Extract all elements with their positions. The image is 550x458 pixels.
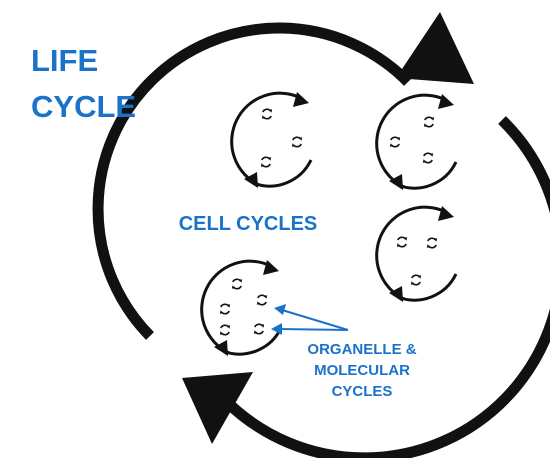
cell-cycle-top-left xyxy=(230,91,313,188)
cell-cycle-bottom-left xyxy=(200,259,283,356)
organelle-cycle-icon xyxy=(422,116,436,128)
life-cycle-title-line-1: LIFE xyxy=(31,43,98,78)
organelle-cycle-icon xyxy=(255,294,269,306)
organelle-cycle-icon xyxy=(219,303,231,315)
organelle-cycle-icon xyxy=(259,156,273,168)
organelle-cycle-icon xyxy=(231,278,243,290)
organelle-cycle-icon xyxy=(253,323,266,335)
organelle-label-line-1: ORGANELLE & xyxy=(307,341,416,358)
life-cycle-arrowhead-top-icon xyxy=(396,12,474,84)
organelle-cycle-icon xyxy=(409,274,423,286)
cell-cycle-top-right xyxy=(375,93,458,190)
organelle-cycle-icon xyxy=(425,237,439,249)
life-cycle-arrow-upper xyxy=(92,12,474,340)
life-cycle-arrow-lower xyxy=(182,116,550,458)
organelle-cycle-icon xyxy=(395,236,409,248)
organelle-cycle-icon xyxy=(219,324,231,336)
organelle-label-line-3: CYCLES xyxy=(332,383,393,400)
life-cycle-title-line-2: CYCLE xyxy=(31,89,136,124)
life-cycle-arrowhead-bottom-icon xyxy=(182,372,253,444)
organelle-label-line-2: MOLECULAR xyxy=(314,362,410,379)
organelle-cycle-icon xyxy=(421,152,435,164)
organelle-cycle-icon xyxy=(290,136,304,148)
cell-cycle-middle-right xyxy=(375,205,458,302)
pointer-arrow-icon xyxy=(271,304,349,335)
cell-cycles-label: CELL CYCLES xyxy=(179,213,318,235)
organelle-cycle-icon xyxy=(388,136,402,148)
organelle-cycle-icon xyxy=(260,108,274,120)
